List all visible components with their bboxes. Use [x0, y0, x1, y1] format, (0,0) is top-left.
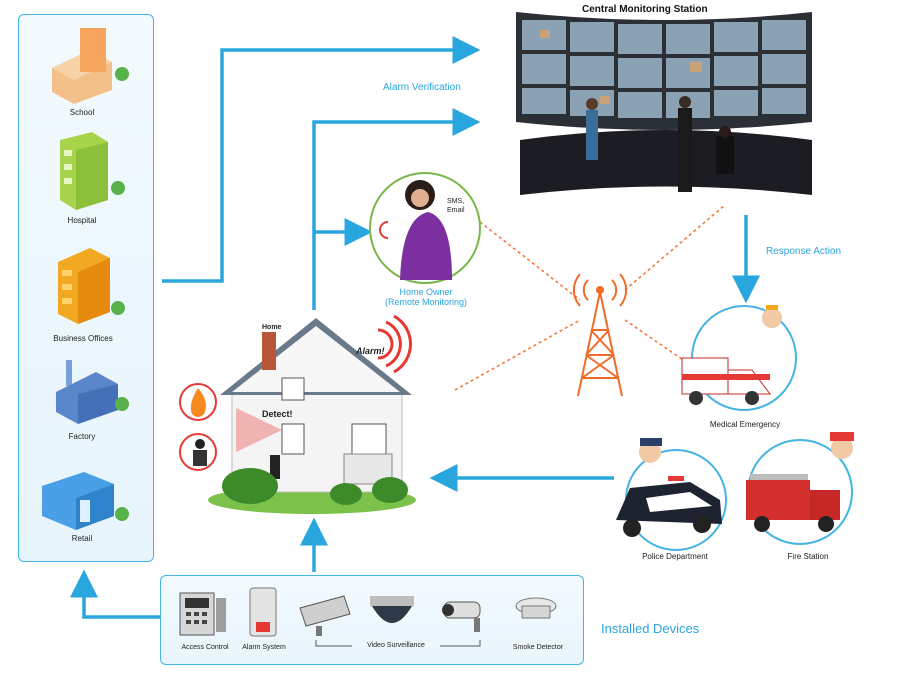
detect-label: Detect!	[262, 409, 293, 419]
responder-label-police: Police Department	[642, 552, 708, 561]
hospital-building-icon	[60, 132, 125, 210]
home-owner-icon	[369, 172, 481, 284]
school-building-icon	[52, 28, 129, 104]
facility-label-factory: Factory	[68, 432, 96, 441]
video-surveillance-camera-1-icon	[299, 595, 351, 636]
installed-device-icons	[179, 587, 557, 647]
facility-label-school: School	[69, 108, 95, 117]
facility-buildings	[42, 28, 129, 530]
house-icon	[208, 314, 416, 514]
flow-arrows	[70, 36, 760, 619]
facility-label-retail: Retail	[71, 534, 93, 543]
access-control-device-icon	[179, 592, 226, 636]
responder-label-medical: Medical Emergency	[709, 420, 781, 429]
alarm-label: Alarm!	[356, 346, 385, 356]
arrow-home-to-station	[312, 108, 481, 310]
video-surveillance-camera-2-icon	[442, 601, 481, 632]
response-action-label: Response Action	[766, 246, 842, 257]
device-label-alarm-system: Alarm System	[242, 644, 286, 651]
remote-monitoring-label: (Remote Monitoring)	[384, 297, 468, 307]
cell-tower-icon	[572, 273, 628, 397]
home-owner-label: Home Owner	[399, 287, 453, 297]
home-label: Home	[262, 324, 282, 331]
medical-emergency-icon	[681, 305, 797, 411]
sms-email-label: SMS, Email	[447, 198, 465, 214]
alarm-verification-label: Alarm Verification	[383, 82, 461, 93]
facility-label-business-offices: Business Offices	[53, 334, 113, 343]
device-label-access-control: Access Control	[181, 644, 229, 651]
fire-alert-icon	[179, 383, 217, 421]
police-department-icon	[616, 438, 727, 551]
arrow-devices-to-facilities	[70, 569, 160, 619]
responder-label-fire: Fire Station	[787, 552, 829, 561]
device-label-smoke-detector: Smoke Detector	[512, 644, 564, 651]
smoke-detector-device-icon	[515, 597, 557, 619]
arrow-facilities-to-station	[162, 36, 481, 283]
installed-devices-title: Installed Devices	[601, 621, 700, 636]
factory-building-icon	[56, 360, 129, 424]
intruder-alert-icon	[179, 433, 217, 471]
alarm-system-device-icon	[249, 587, 277, 637]
facility-label-hospital: Hospital	[67, 216, 97, 225]
device-label-video-surveillance: Video Surveillance	[352, 642, 440, 649]
video-surveillance-dome-icon	[370, 596, 414, 623]
central-monitoring-station-icon	[516, 12, 812, 195]
retail-building-icon	[42, 472, 129, 530]
fire-station-icon	[746, 432, 854, 545]
installed-devices-panel	[160, 575, 584, 665]
central-station-title: Central Monitoring Station	[582, 4, 708, 15]
business-offices-building-icon	[58, 248, 125, 324]
